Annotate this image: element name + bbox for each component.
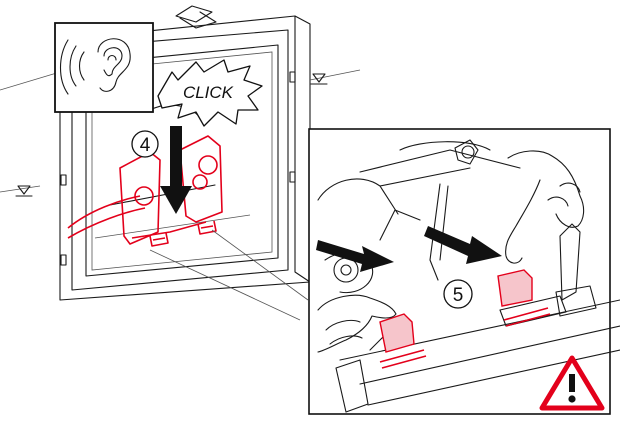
step-4-marker: 4 — [132, 131, 158, 157]
step-4-label: 4 — [140, 135, 151, 156]
step-5-label: 5 — [453, 285, 464, 306]
zoom-leader — [150, 250, 300, 320]
click-callout-text: CLICK — [183, 83, 234, 102]
arrow-icon — [160, 126, 192, 214]
click-callout: CLICK — [158, 60, 262, 126]
zoom-leader — [212, 230, 308, 300]
ear-sound-icon — [55, 23, 153, 112]
detail-inset: 5 — [309, 129, 620, 414]
step-5-marker: 5 — [444, 280, 472, 308]
